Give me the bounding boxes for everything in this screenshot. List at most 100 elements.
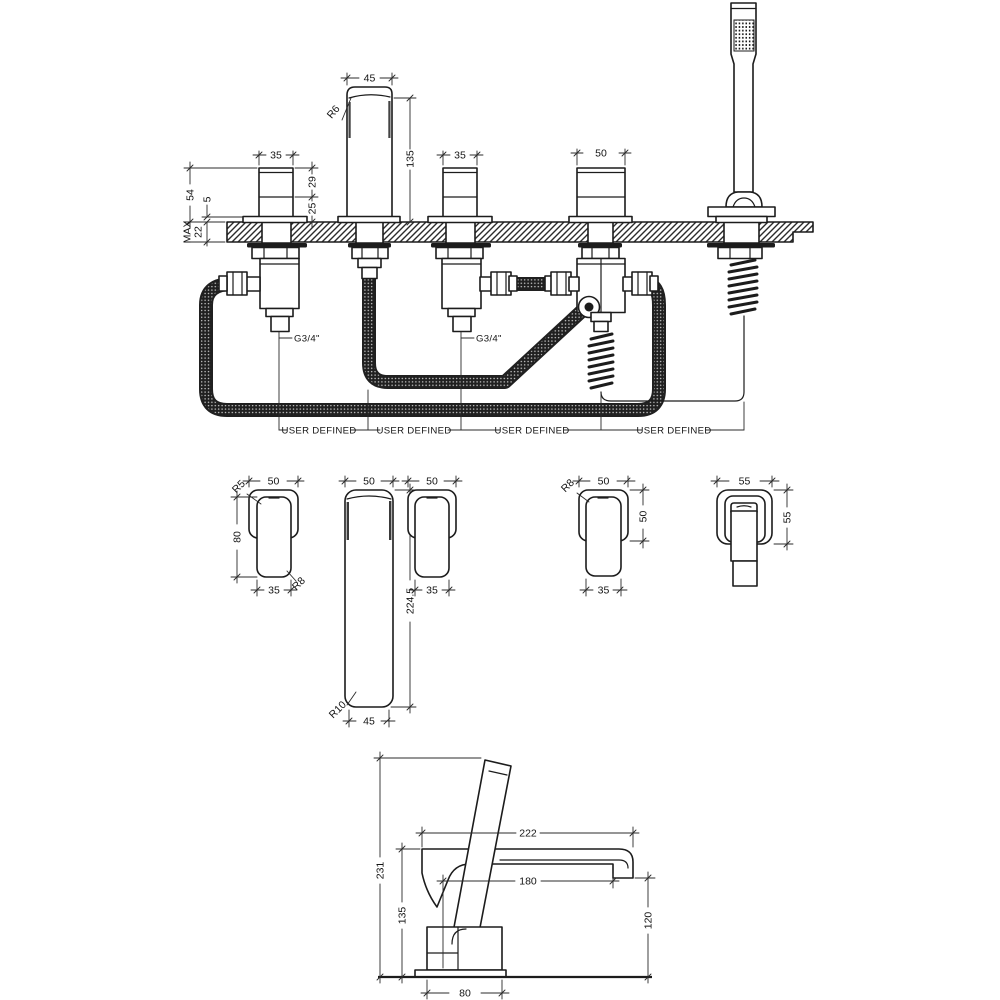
dim-base [408, 579, 456, 597]
hot-feed-hose-braid [201, 279, 664, 415]
right-nut [631, 271, 653, 296]
side-nut [226, 271, 248, 296]
dim-flange-label: 5 [202, 196, 214, 202]
side-nut [490, 271, 512, 296]
base-flange [242, 215, 308, 224]
holder-washer [707, 243, 775, 248]
spout-fitting-2 [361, 266, 378, 280]
side-nut-facets [232, 271, 243, 296]
handset-tail [732, 560, 758, 587]
tail-handshower [723, 220, 760, 244]
spout-cap-arc [348, 94, 391, 99]
dim-max-label: MAX [182, 221, 194, 244]
handle-body [442, 167, 478, 218]
diverter-locknut-facets [591, 246, 610, 260]
dim-width-label: 50 [598, 476, 610, 488]
radius-leader [576, 492, 590, 503]
body [256, 496, 292, 578]
radius-bottom-leader [286, 570, 297, 582]
spout-locknut [351, 246, 389, 260]
dim-upper-label: 29 [307, 176, 319, 188]
diverter-hose-coil [587, 332, 615, 390]
dim-base-label: 35 [426, 585, 438, 597]
dim-deck-to-top-label: 135 [397, 907, 409, 925]
holder-locknut [717, 246, 763, 260]
side-nut-facets [496, 271, 507, 296]
dim-above-deck [183, 161, 258, 229]
dim-height-label: 80 [232, 531, 244, 543]
radius-top-leader [246, 493, 262, 505]
locknut [435, 246, 484, 260]
right-ring [649, 275, 659, 292]
dim-outlet-height [634, 871, 656, 984]
body [414, 496, 450, 578]
component-views: 50 R5 80 35 R8 50 224.5 R10 45 50 35 [230, 476, 794, 728]
spout-outline [344, 489, 394, 708]
washer [247, 243, 307, 248]
leader-lines: G3/4" G3/4" USER DEFINED USER DEFINED US… [278, 331, 745, 437]
dim-above-deck-label: 54 [185, 189, 197, 201]
handle-lines [258, 171, 294, 198]
radius-leader [346, 691, 357, 706]
body-details [426, 926, 467, 971]
hose-label-1: USER DEFINED [281, 426, 356, 437]
hot-valve-assembly [218, 167, 308, 333]
profile-dimensions: 231 135 222 180 120 80 [373, 751, 656, 1000]
holder-plate [707, 206, 776, 218]
installation-dimensions: 45 R6 135 35 54 5 MAX 22 29 25 35 50 [182, 73, 632, 247]
body [585, 496, 622, 577]
outlet-step [265, 307, 294, 318]
spout-top-arc [346, 495, 392, 500]
dim-height [373, 751, 482, 984]
flexible-hoses [199, 258, 759, 417]
spout-body [346, 86, 393, 223]
dim-width-label: 50 [426, 476, 438, 488]
spout-side-shade [346, 501, 392, 540]
dim-base [250, 579, 298, 597]
dim-underside [436, 873, 620, 969]
dim-width-label: 55 [739, 476, 751, 488]
dim-depth [773, 483, 794, 551]
installation-view: G3/4" G3/4" USER DEFINED USER DEFINED US… [182, 2, 814, 437]
tail-diverter [587, 220, 614, 244]
dim-handle-width [252, 150, 300, 166]
tail-hot [261, 220, 292, 244]
dim-spout-radius-leader [341, 97, 352, 121]
dim-spout-width-label: 45 [364, 73, 376, 85]
diverter-body-lines [576, 257, 626, 314]
diverter-washer [578, 243, 622, 248]
diverter-locknut [581, 246, 620, 260]
handset-head [730, 502, 758, 513]
dim-height-label: 231 [375, 862, 387, 880]
handle-body [258, 167, 294, 218]
ball-joint-core [584, 302, 594, 312]
washer [431, 243, 491, 248]
dim-length-label: 224.5 [405, 588, 417, 614]
dim-handle2-width-label: 35 [454, 150, 466, 162]
handle-front-view: 50 35 [401, 476, 463, 597]
hose-ring [508, 275, 518, 292]
locknut-facets [447, 246, 472, 260]
diverter-handle-view: 50 R8 50 35 [559, 476, 650, 597]
dim-base-label: 45 [363, 716, 375, 728]
arm-inner-line [499, 859, 629, 869]
thread-label-cold: G3/4" [476, 334, 502, 345]
dim-spout-radius-label: R6 [325, 103, 343, 121]
handset-spray-face [733, 19, 755, 52]
dim-width [242, 475, 305, 488]
radius-top-label: R5 [230, 478, 248, 496]
dim-height-label: 50 [638, 511, 650, 523]
dim-spout-height-label: 135 [405, 150, 417, 168]
dim-reach [415, 826, 640, 848]
mixer-body [426, 926, 503, 971]
dim-base-width-label: 80 [459, 988, 471, 1000]
dim-width-label: 50 [363, 476, 375, 488]
spout-assembly [337, 86, 401, 280]
dim-deck-thickness-label: 22 [193, 226, 205, 238]
dim-lower-label: 25 [307, 203, 319, 215]
dim-base-label: 35 [598, 585, 610, 597]
dim-handle-sections [294, 161, 319, 229]
hose-label-2: USER DEFINED [376, 426, 451, 437]
